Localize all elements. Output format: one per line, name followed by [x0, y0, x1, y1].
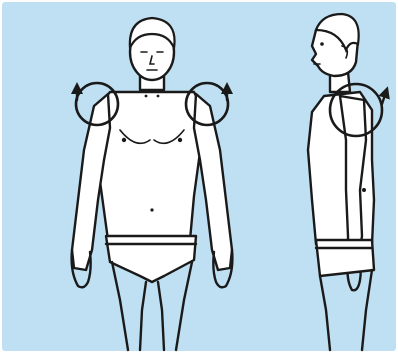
- front-clavicle-right: [157, 95, 160, 98]
- front-nipple-right: [178, 138, 182, 142]
- side-elbow-mark: [362, 188, 366, 192]
- front-clavicle-left: [145, 95, 148, 98]
- side-shorts: [316, 240, 374, 276]
- front-navel: [150, 208, 153, 211]
- front-nipple-left: [122, 138, 126, 142]
- side-eye: [320, 42, 324, 46]
